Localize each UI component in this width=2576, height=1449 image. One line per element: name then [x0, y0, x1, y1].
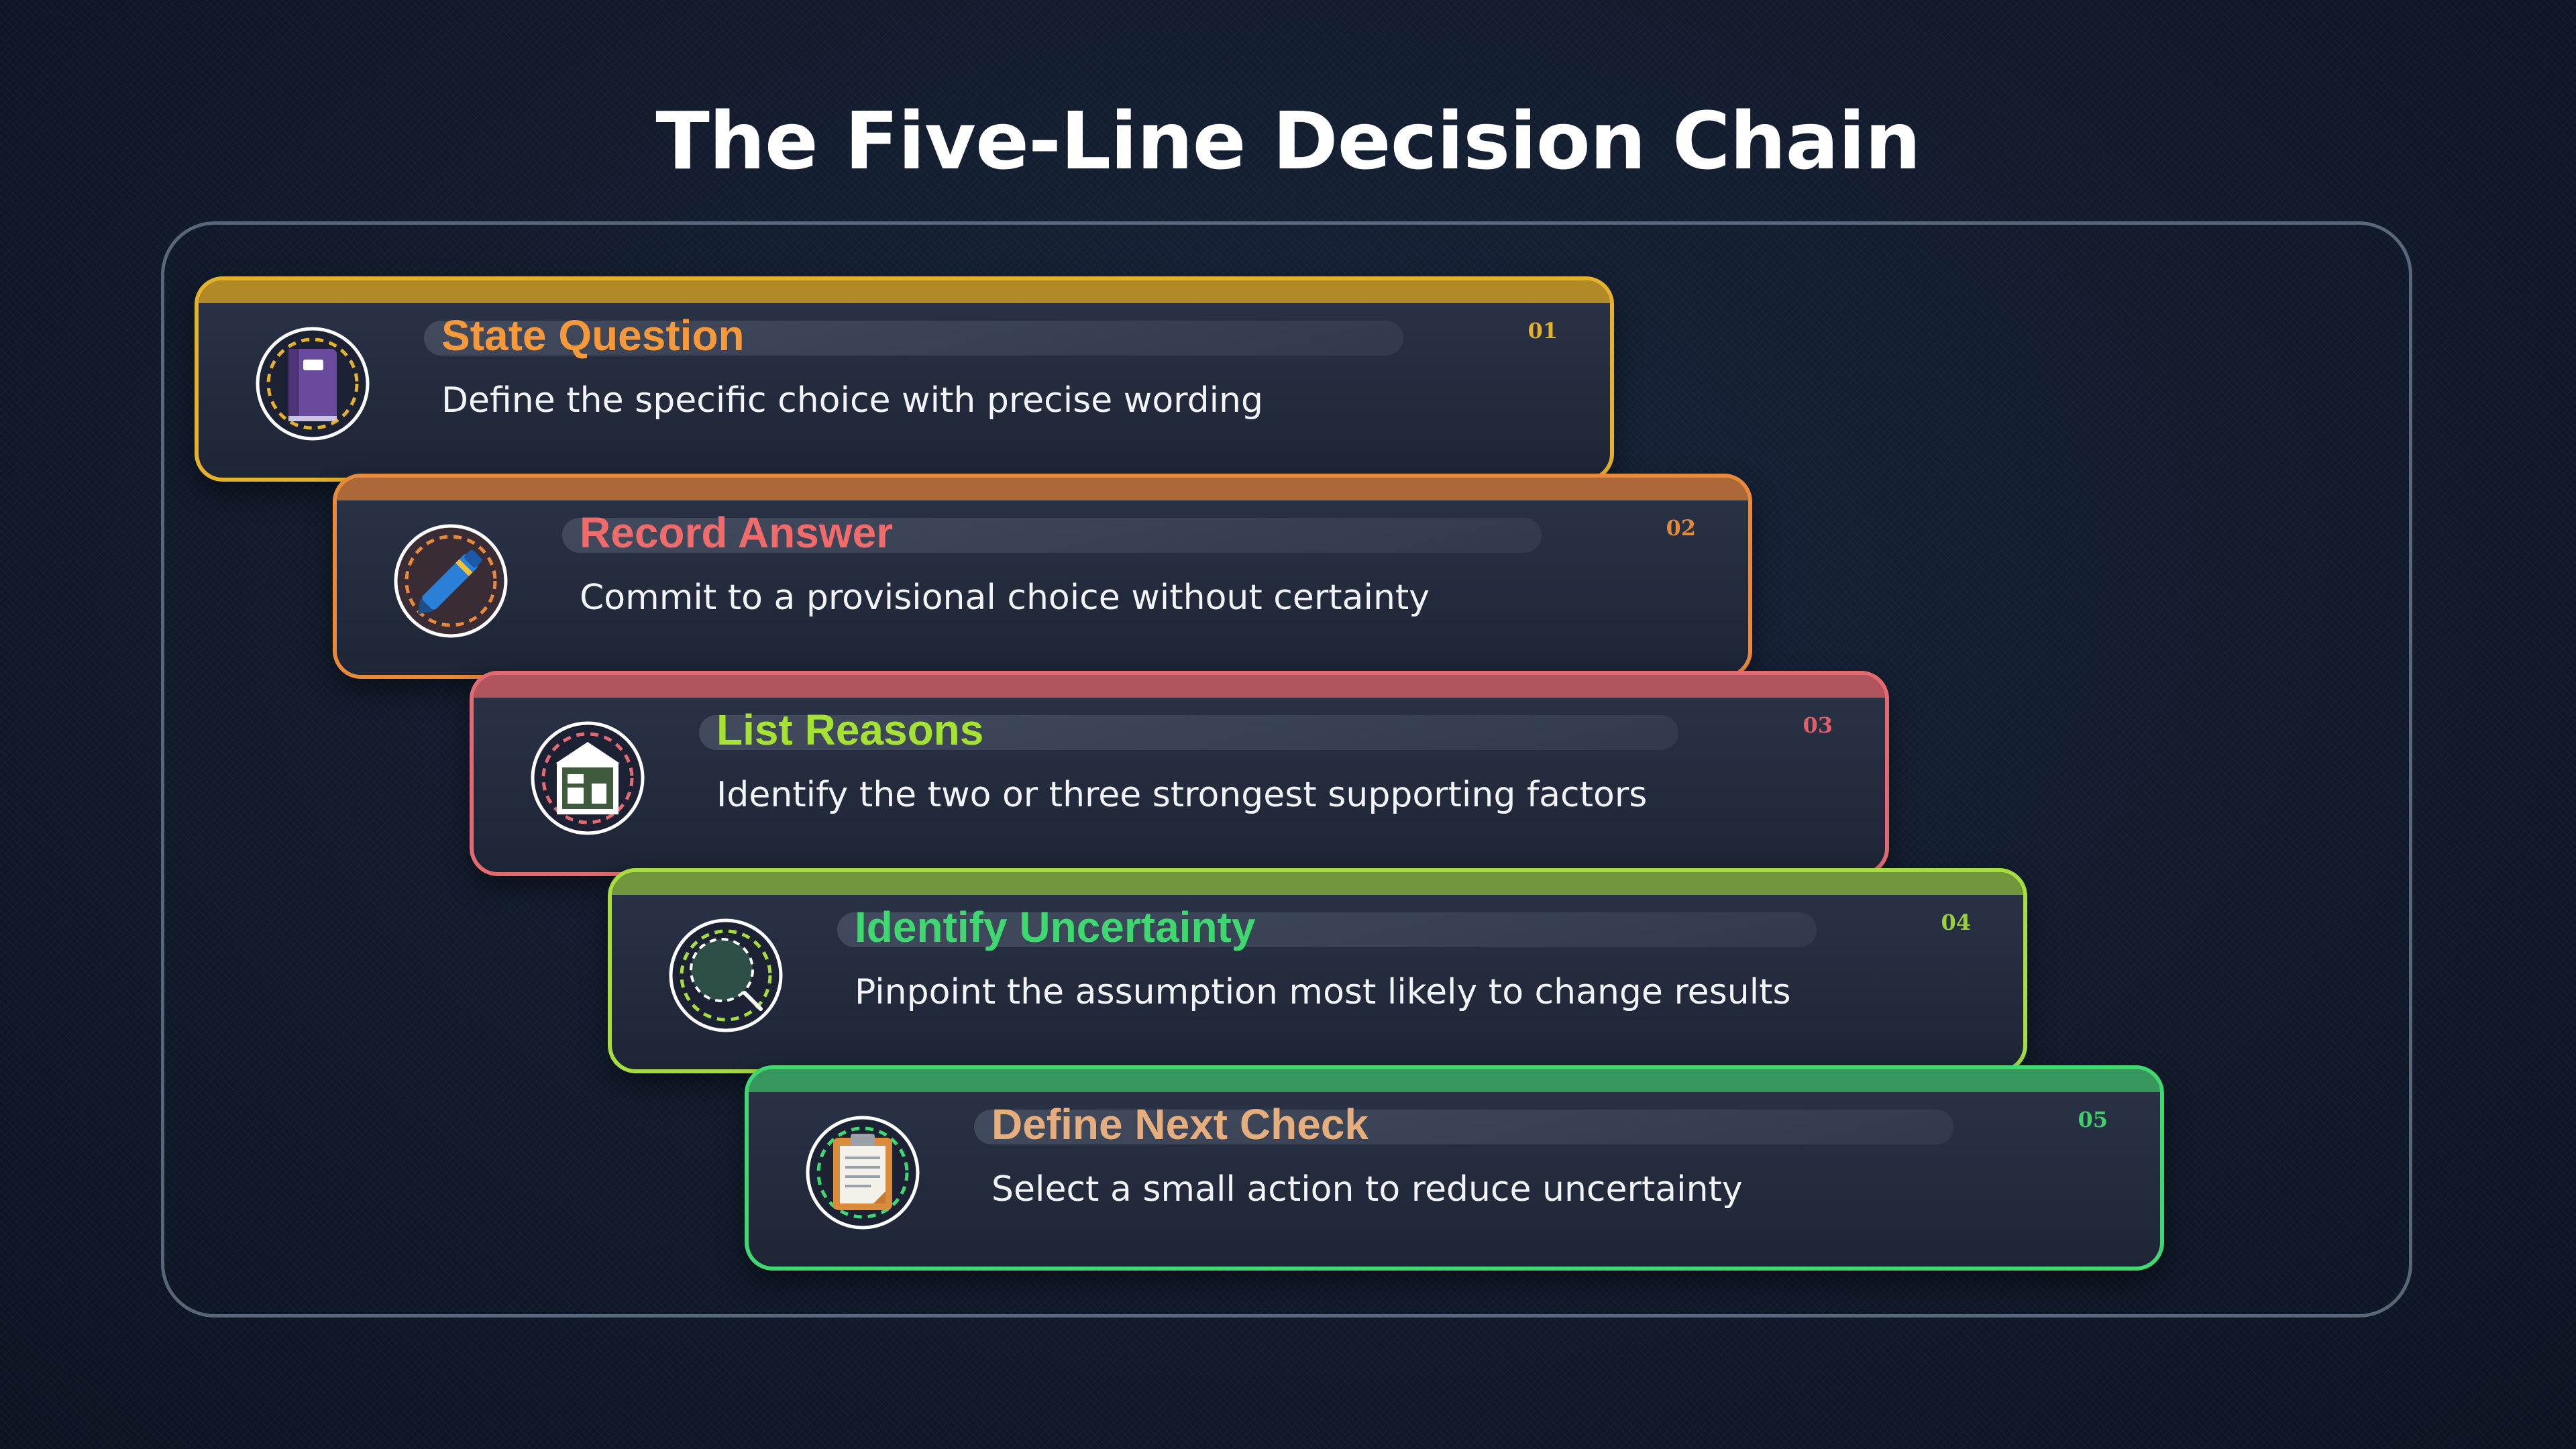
- step-heading: List Reasons: [716, 706, 984, 754]
- step-number: 01: [1527, 318, 1558, 343]
- step-heading: State Question: [441, 311, 745, 360]
- step-description: Identify the two or three strongest supp…: [716, 775, 1648, 815]
- heading-highlight: [424, 321, 1403, 356]
- heading-highlight: [974, 1110, 1953, 1144]
- heading-highlight: [562, 518, 1542, 553]
- step-card-3: List Reasons Identify the two or three s…: [470, 671, 1889, 876]
- step-card-accent-bar: [337, 478, 1748, 500]
- page-title: The Five-Line Decision Chain: [655, 95, 1921, 187]
- notebook-icon: [256, 327, 370, 441]
- step-heading: Define Next Check: [991, 1100, 1368, 1148]
- step-card-2: Record Answer Commit to a provisional ch…: [333, 474, 1752, 679]
- step-number: 03: [1803, 712, 1833, 738]
- step-card-accent-bar: [474, 675, 1885, 698]
- step-heading: Identify Uncertainty: [855, 903, 1256, 951]
- step-card-5: Define Next Check Select a small action …: [745, 1065, 2164, 1271]
- step-card-4: Identify Uncertainty Pinpoint the assump…: [608, 868, 2027, 1073]
- step-card-accent-bar: [612, 872, 2023, 895]
- step-card-accent-bar: [749, 1069, 2160, 1092]
- step-number: 05: [2078, 1107, 2108, 1132]
- step-number: 04: [1941, 910, 1971, 935]
- clipboard-icon: [806, 1116, 920, 1230]
- heading-highlight: [837, 912, 1817, 947]
- step-heading: Record Answer: [580, 508, 894, 557]
- step-description: Pinpoint the assumption most likely to c…: [855, 972, 1791, 1012]
- magnifier-icon: [669, 918, 783, 1032]
- building-icon: [531, 721, 645, 835]
- diagram-frame: [161, 221, 2412, 1318]
- step-number: 02: [1666, 515, 1696, 541]
- step-description: Define the specific choice with precise …: [441, 380, 1264, 421]
- step-card-1: State Question Define the specific choic…: [195, 276, 1614, 482]
- step-description: Commit to a provisional choice without c…: [580, 578, 1430, 618]
- step-description: Select a small action to reduce uncertai…: [991, 1169, 1743, 1210]
- pen-icon: [394, 524, 508, 638]
- heading-highlight: [699, 715, 1678, 750]
- step-card-accent-bar: [199, 280, 1610, 303]
